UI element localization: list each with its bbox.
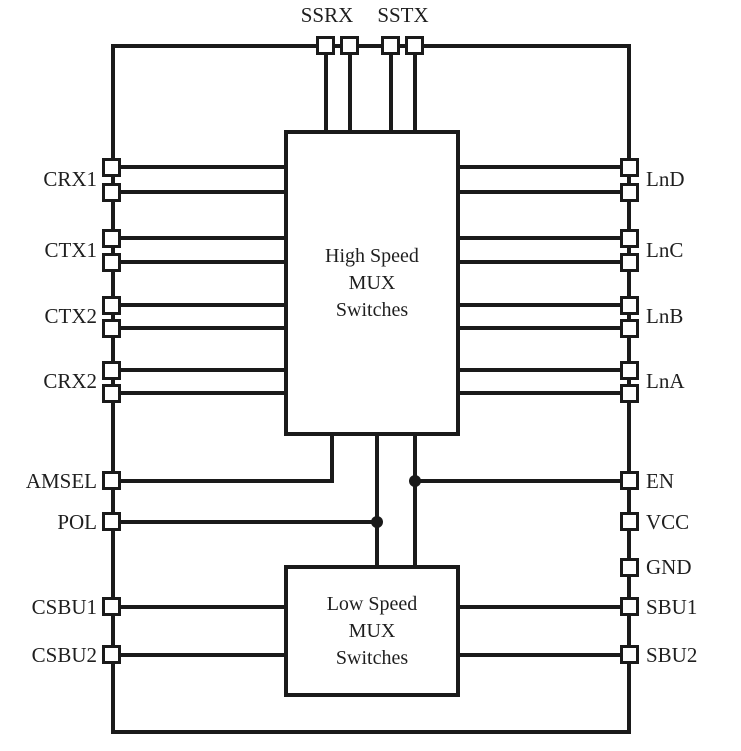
wire-lnb-b xyxy=(460,326,622,330)
pin-label-lna: LnA xyxy=(646,369,685,393)
wire-ssrx-b xyxy=(348,54,352,132)
wire-hs-ls-link-right xyxy=(413,436,417,565)
pin-sbu2 xyxy=(620,645,639,664)
wire-ctx2-a xyxy=(120,303,284,307)
pin-pol xyxy=(102,512,121,531)
pin-crx1-a xyxy=(102,158,121,177)
wire-lnd-a xyxy=(460,165,622,169)
wire-lna-a xyxy=(460,368,622,372)
wire-lnb-a xyxy=(460,303,622,307)
wire-amsel xyxy=(120,479,334,483)
pin-crx2-a xyxy=(102,361,121,380)
wire-crx2-a xyxy=(120,368,284,372)
wire-lnc-a xyxy=(460,236,622,240)
pin-lna-b xyxy=(620,384,639,403)
pin-label-sbu1: SBU1 xyxy=(646,595,698,619)
wire-lna-b xyxy=(460,391,622,395)
pin-lna-a xyxy=(620,361,639,380)
pin-lnd-b xyxy=(620,183,639,202)
wire-crx1-b xyxy=(120,190,284,194)
wire-lnc-b xyxy=(460,260,622,264)
pin-ssrx-a xyxy=(316,36,335,55)
pin-sbu1 xyxy=(620,597,639,616)
high-speed-mux-label-line1: High Speed xyxy=(325,244,419,267)
low-speed-mux-label-line3: Switches xyxy=(335,646,409,669)
pin-en xyxy=(620,471,639,490)
low-speed-mux-label-line1: Low Speed xyxy=(326,592,418,615)
wire-sstx-b xyxy=(413,54,417,132)
pin-label-lnb: LnB xyxy=(646,304,684,328)
wire-ssrx-a xyxy=(324,54,328,132)
pin-sstx-a xyxy=(381,36,400,55)
junction-dot-pol xyxy=(371,516,383,528)
high-speed-mux-label-line2: MUX xyxy=(348,271,396,294)
pin-label-csbu1: CSBU1 xyxy=(31,595,97,619)
wire-sstx-a xyxy=(389,54,393,132)
wire-pol xyxy=(120,520,379,524)
wire-en xyxy=(415,479,622,483)
pin-label-amsel: AMSEL xyxy=(25,469,97,493)
pin-label-csbu2: CSBU2 xyxy=(31,643,97,667)
pin-label-sbu2: SBU2 xyxy=(646,643,698,667)
pin-amsel xyxy=(102,471,121,490)
pin-label-ssrx: SSRX xyxy=(300,3,354,27)
wire-hs-ls-link-left xyxy=(375,436,379,565)
wire-amsel-riser xyxy=(330,436,334,483)
pin-lnc-a xyxy=(620,229,639,248)
wire-ctx2-b xyxy=(120,326,284,330)
pin-label-crx1: CRX1 xyxy=(43,167,97,191)
pin-vcc xyxy=(620,512,639,531)
high-speed-mux-box: High Speed MUX Switches xyxy=(284,130,460,436)
pin-csbu1 xyxy=(102,597,121,616)
pin-ctx2-a xyxy=(102,296,121,315)
pin-crx2-b xyxy=(102,384,121,403)
pin-ctx1-b xyxy=(102,253,121,272)
pin-lnd-a xyxy=(620,158,639,177)
pin-lnb-a xyxy=(620,296,639,315)
wire-ctx1-b xyxy=(120,260,284,264)
pin-label-ctx2: CTX2 xyxy=(44,304,98,328)
pin-gnd xyxy=(620,558,639,577)
wire-sbu2 xyxy=(460,653,622,657)
pin-lnc-b xyxy=(620,253,639,272)
low-speed-mux-label-line2: MUX xyxy=(348,619,396,642)
pin-label-pol: POL xyxy=(57,510,97,534)
wire-csbu1 xyxy=(120,605,284,609)
pin-ssrx-b xyxy=(340,36,359,55)
junction-dot-en xyxy=(409,475,421,487)
pin-label-crx2: CRX2 xyxy=(43,369,97,393)
pin-label-lnc: LnC xyxy=(646,238,684,262)
wire-csbu2 xyxy=(120,653,284,657)
wire-crx1-a xyxy=(120,165,284,169)
low-speed-mux-box: Low Speed MUX Switches xyxy=(284,565,460,697)
wire-lnd-b xyxy=(460,190,622,194)
wire-ctx1-a xyxy=(120,236,284,240)
pin-label-lnd: LnD xyxy=(646,167,685,191)
pin-label-vcc: VCC xyxy=(646,510,690,534)
high-speed-mux-label-line3: Switches xyxy=(335,298,409,321)
wire-sbu1 xyxy=(460,605,622,609)
pin-label-en: EN xyxy=(646,469,674,493)
pin-label-sstx: SSTX xyxy=(377,3,429,27)
wire-crx2-b xyxy=(120,391,284,395)
pin-lnb-b xyxy=(620,319,639,338)
pin-ctx2-b xyxy=(102,319,121,338)
pin-csbu2 xyxy=(102,645,121,664)
pin-label-gnd: GND xyxy=(646,555,692,579)
pin-ctx1-a xyxy=(102,229,121,248)
pin-sstx-b xyxy=(405,36,424,55)
pin-label-ctx1: CTX1 xyxy=(44,238,98,262)
pin-crx1-b xyxy=(102,183,121,202)
